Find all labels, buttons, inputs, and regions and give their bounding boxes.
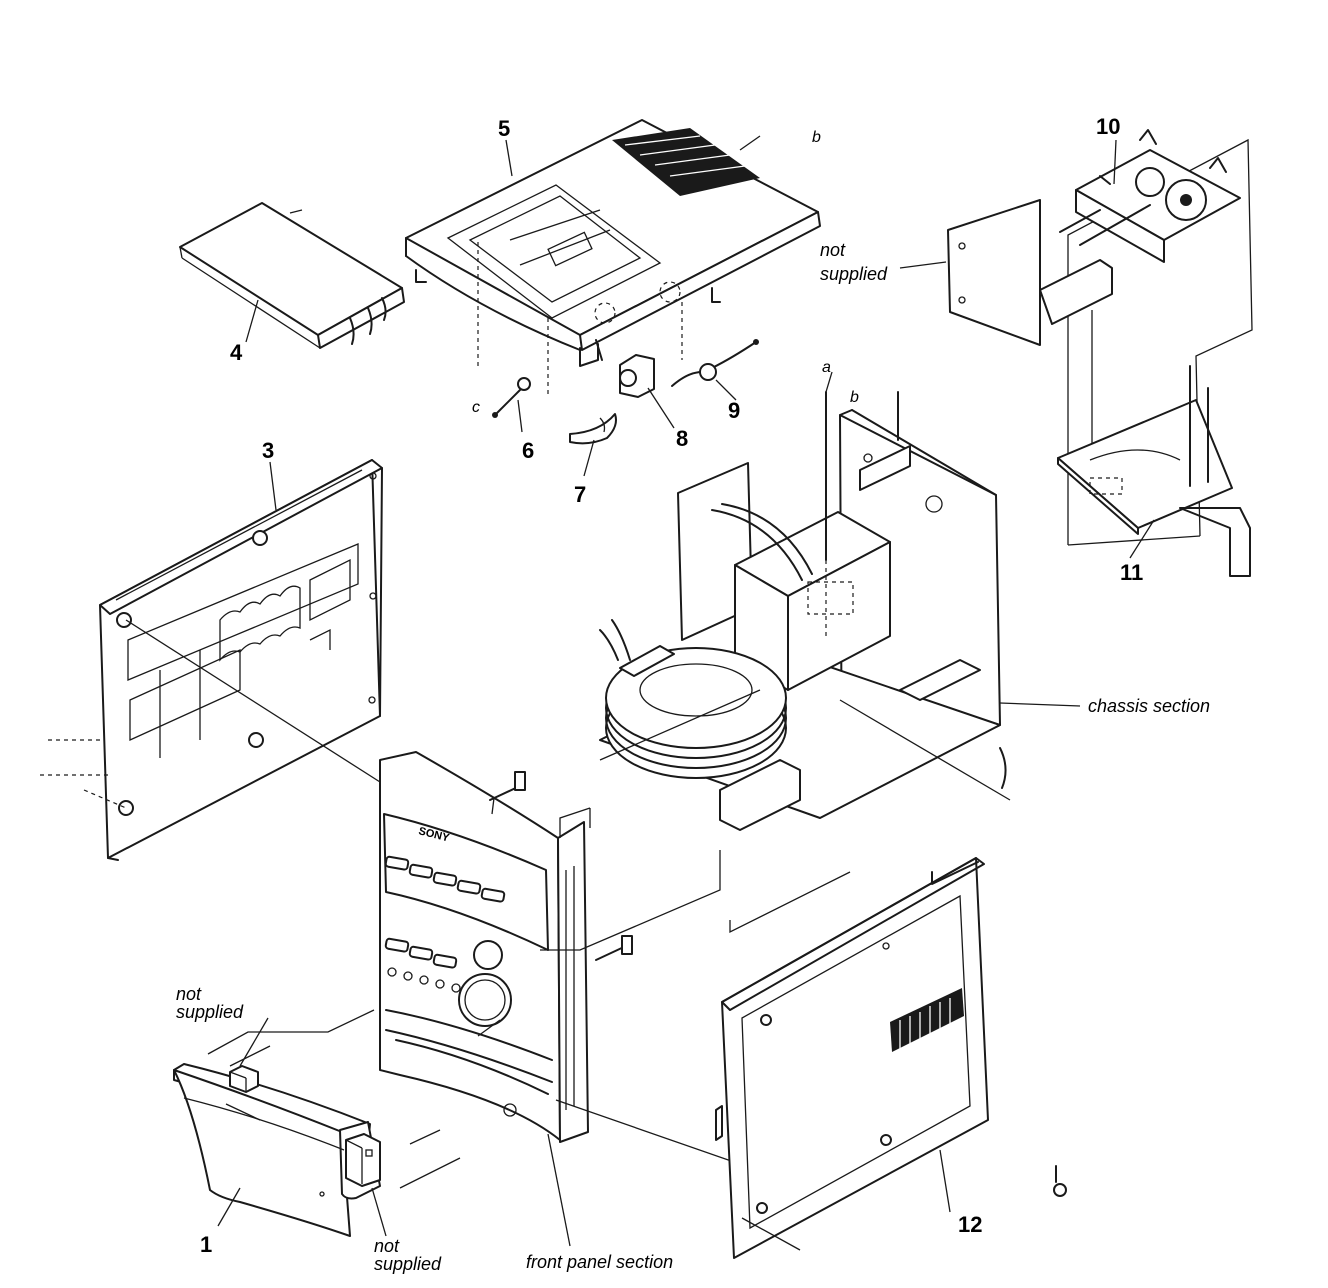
ref-b-chassis: b xyxy=(850,389,859,406)
label-part-7: 7 xyxy=(574,482,586,507)
label-part-9: 9 xyxy=(728,398,740,423)
label-part-4: 4 xyxy=(230,340,243,365)
note-not-supplied-left-2: supplied xyxy=(176,1002,244,1022)
ref-c: c xyxy=(472,399,480,416)
not-supplied-part-a xyxy=(229,1065,259,1093)
note-not-supplied-bottom-2: supplied xyxy=(374,1254,442,1274)
part-8-damper xyxy=(619,354,655,398)
note-not-supplied-bottom-1: not xyxy=(374,1236,400,1256)
note-not-supplied-top-1: not xyxy=(820,240,846,260)
leader-lines xyxy=(217,135,1155,1247)
not-supplied-part-b xyxy=(345,1133,381,1187)
label-part-6: 6 xyxy=(522,438,534,463)
label-part-8: 8 xyxy=(676,426,688,451)
part-11-board xyxy=(1057,365,1251,577)
ref-a: a xyxy=(822,359,831,376)
part-5-top-cover xyxy=(405,119,821,395)
label-part-12: 12 xyxy=(958,1212,982,1237)
part-10-mechanism xyxy=(947,129,1241,445)
ref-b-top: b xyxy=(812,129,821,146)
cd-mechanism xyxy=(605,645,801,831)
part-9-spring xyxy=(671,339,759,387)
vent-grille xyxy=(612,128,760,196)
part-12-side-panel xyxy=(715,699,1011,1259)
label-part-10: 10 xyxy=(1096,114,1120,139)
volume-knob xyxy=(458,973,512,1027)
label-part-3: 3 xyxy=(262,438,274,463)
part-6-spring xyxy=(492,377,531,418)
control-buttons xyxy=(384,855,506,993)
screw xyxy=(1053,1165,1067,1197)
label-part-11: 11 xyxy=(1120,560,1143,585)
label-chassis-section: chassis section xyxy=(1088,696,1210,716)
label-part-1: 1 xyxy=(200,1232,212,1257)
label-part-5: 5 xyxy=(498,116,510,141)
label-front-panel-section: front panel section xyxy=(526,1252,673,1272)
small-knob xyxy=(473,940,503,970)
chassis-section xyxy=(599,391,1081,831)
part-7-lever xyxy=(569,413,617,445)
vent-grille-side xyxy=(890,988,964,1052)
note-not-supplied-top-2: supplied xyxy=(820,264,888,284)
part-4-lid xyxy=(179,202,405,349)
part-3-side-panel xyxy=(40,459,383,861)
note-not-supplied-left-1: not xyxy=(176,984,202,1004)
front-panel-section: SONY xyxy=(125,619,851,1186)
